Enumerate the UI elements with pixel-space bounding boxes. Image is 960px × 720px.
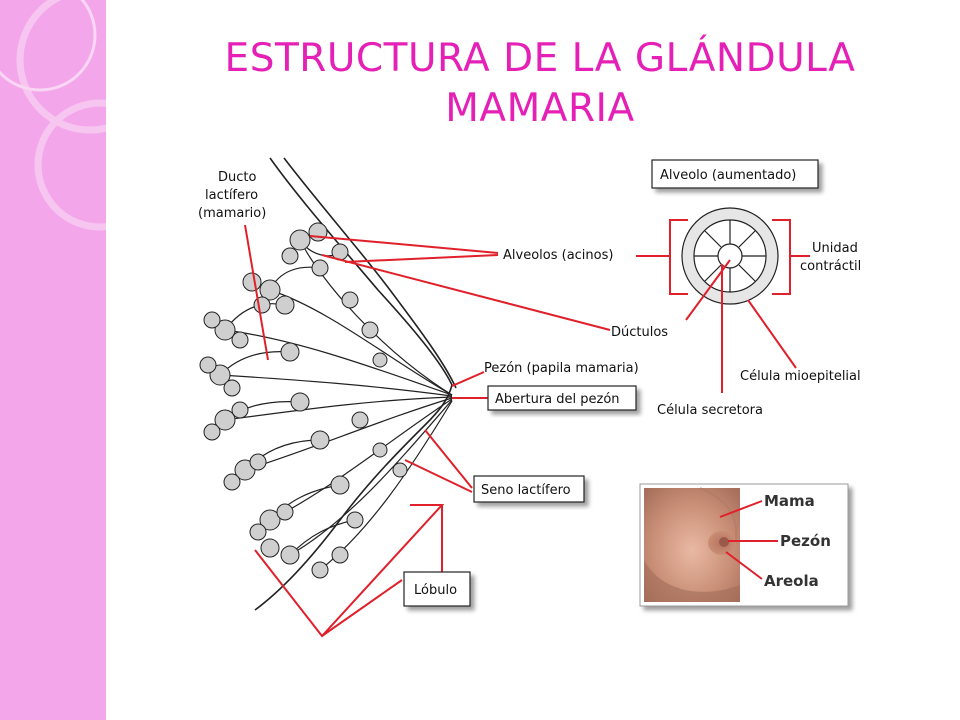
label-pezon-papila: Pezón (papila mamaria) bbox=[484, 361, 639, 376]
photo-label-areola: Areola bbox=[764, 572, 819, 590]
label-abertura-pezon: Abertura del pezón bbox=[495, 392, 620, 407]
label-celula-mioepitelial: Célula mioepitelial bbox=[740, 369, 861, 384]
sidebar-circles bbox=[0, 0, 106, 231]
page-title: ESTRUCTURA DE LA GLÁNDULA MAMARIA bbox=[120, 34, 960, 134]
title-line-2: MAMARIA bbox=[445, 86, 635, 131]
label-ducto-3: (mamario) bbox=[198, 206, 266, 221]
photo-label-pezon: Pezón bbox=[780, 532, 831, 550]
label-ducto-2: lactífero bbox=[205, 188, 258, 203]
leader-lines bbox=[244, 219, 810, 638]
label-alveolo-aumentado: Alveolo (aumentado) bbox=[660, 168, 796, 183]
label-seno-lactifero: Seno lactífero bbox=[481, 483, 571, 498]
label-alveolos: Alveolos (acinos) bbox=[503, 248, 613, 263]
box-lobulo: Lóbulo bbox=[403, 571, 471, 607]
title-line-1: ESTRUCTURA DE LA GLÁNDULA bbox=[224, 36, 856, 81]
label-unidad-1: Unidad bbox=[812, 241, 858, 256]
label-lobulo: Lóbulo bbox=[414, 583, 457, 598]
photo-inset: Mama Pezón Areola bbox=[639, 483, 849, 607]
box-abertura: Abertura del pezón bbox=[487, 385, 637, 411]
label-ducto-1: Ducto bbox=[218, 170, 256, 185]
alveolus-detail bbox=[681, 207, 779, 305]
breast-photo bbox=[644, 487, 740, 602]
box-alveolo: Alveolo (aumentado) bbox=[651, 159, 819, 189]
label-unidad-2: contráctil bbox=[800, 259, 861, 274]
lobule-clusters bbox=[199, 222, 408, 579]
breast-outline bbox=[254, 157, 457, 611]
label-celula-secretora: Célula secretora bbox=[657, 403, 763, 418]
label-ductulos: Dúctulos bbox=[611, 325, 668, 340]
photo-label-mama: Mama bbox=[764, 492, 815, 510]
decorative-sidebar bbox=[0, 0, 106, 720]
box-seno: Seno lactífero bbox=[473, 475, 585, 503]
